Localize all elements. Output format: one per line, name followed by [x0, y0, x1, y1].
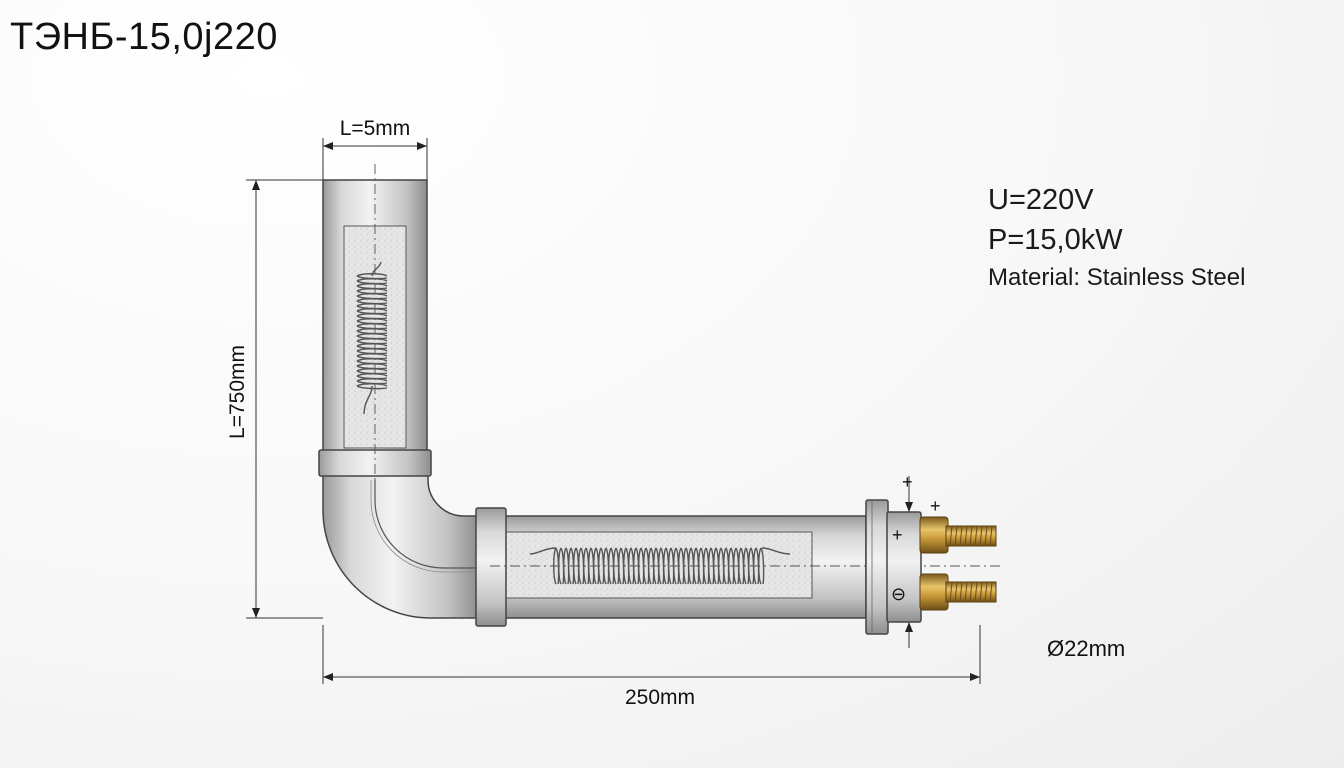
negative-terminal — [919, 573, 997, 611]
lower-collar — [475, 507, 507, 627]
material-spec: Material: Stainless Steel — [988, 264, 1246, 291]
positive-terminal — [919, 516, 997, 554]
center-lines — [374, 164, 1000, 567]
top-width-label: L=5mm — [340, 117, 411, 140]
diameter-label: Ø22mm — [1047, 636, 1125, 661]
elbow-wire — [374, 480, 478, 569]
vertical-length-label: L=750mm — [226, 345, 249, 439]
horizontal-length-label: 250mm — [625, 686, 695, 709]
plus-symbol-top: + — [902, 472, 913, 492]
power-spec: P=15,0kW — [988, 224, 1123, 256]
plus-symbol-right: + — [930, 496, 941, 516]
pipe-elbow — [322, 469, 479, 619]
minus-symbol-cap: ⊖ — [891, 584, 906, 604]
diagram-title: ТЭНБ-15,0j220 — [10, 16, 278, 58]
end-cap — [886, 511, 922, 623]
end-flange — [865, 499, 889, 635]
vertical-coil — [356, 261, 388, 415]
dimension-arrows — [252, 142, 980, 681]
voltage-spec: U=220V — [988, 184, 1094, 216]
plus-symbol-cap: + — [892, 525, 903, 545]
